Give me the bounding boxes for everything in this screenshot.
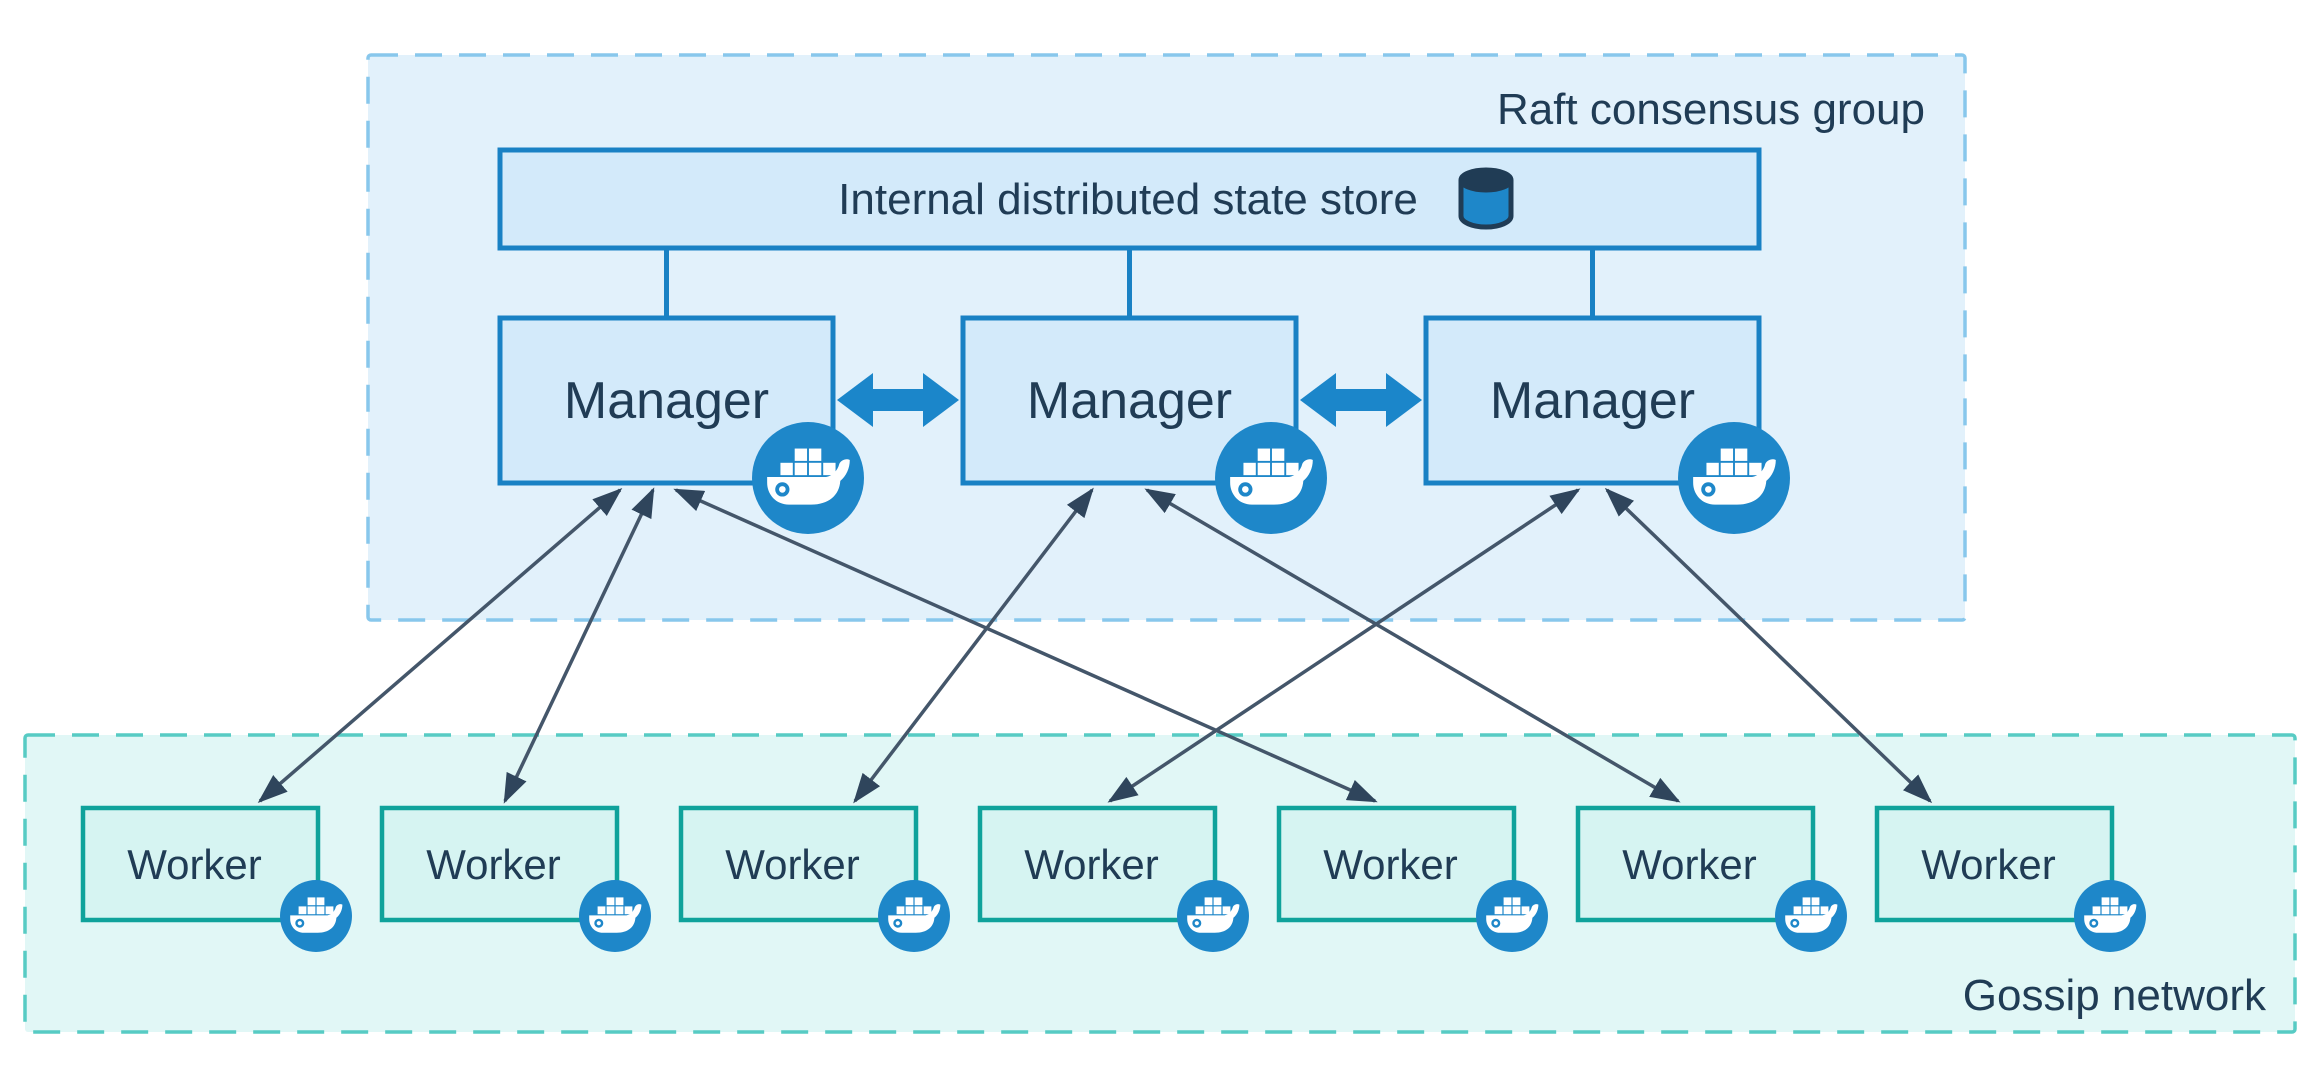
manager-box (960, 315, 1299, 486)
manager-node: Manager (1423, 315, 1790, 534)
worker-box (977, 805, 1218, 923)
worker-node: Worker (977, 805, 1249, 952)
worker-box (1874, 805, 2115, 923)
worker-label: Worker (725, 841, 860, 888)
database-icon (1458, 167, 1514, 230)
manager-worker-arrow (1604, 487, 1933, 804)
worker-node: Worker (678, 805, 950, 952)
manager-manager-arrow (837, 373, 959, 427)
manager-label: Manager (564, 372, 769, 430)
worker-label: Worker (1024, 841, 1159, 888)
manager-worker-arrow (853, 487, 1094, 804)
worker-node: Worker (1276, 805, 1548, 952)
worker-node: Worker (1874, 805, 2146, 952)
worker-label: Worker (1622, 841, 1757, 888)
worker-node: Worker (379, 805, 651, 952)
worker-box (379, 805, 620, 923)
worker-box (1575, 805, 1816, 923)
worker-node: Worker (1575, 805, 1847, 952)
manager-worker-arrow (1107, 488, 1581, 803)
worker-box (1276, 805, 1517, 923)
manager-worker-arrow (503, 487, 655, 804)
state-store-label: Internal distributed state store (838, 175, 1418, 224)
worker-box (678, 805, 919, 923)
manager-node: Manager (960, 315, 1327, 534)
manager-node: Manager (497, 315, 864, 534)
manager-label: Manager (1027, 372, 1232, 430)
worker-label: Worker (127, 841, 262, 888)
state-store-box (497, 147, 1762, 251)
worker-node: Worker (80, 805, 352, 952)
worker-box (80, 805, 321, 923)
raft-group-label: Raft consensus group (1497, 85, 1925, 134)
worker-label: Worker (1921, 841, 2056, 888)
worker-label: Worker (1323, 841, 1458, 888)
worker-label: Worker (426, 841, 561, 888)
manager-label: Manager (1490, 372, 1695, 430)
gossip-group-label: Gossip network (1963, 971, 2267, 1020)
manager-manager-arrow (1300, 373, 1422, 427)
